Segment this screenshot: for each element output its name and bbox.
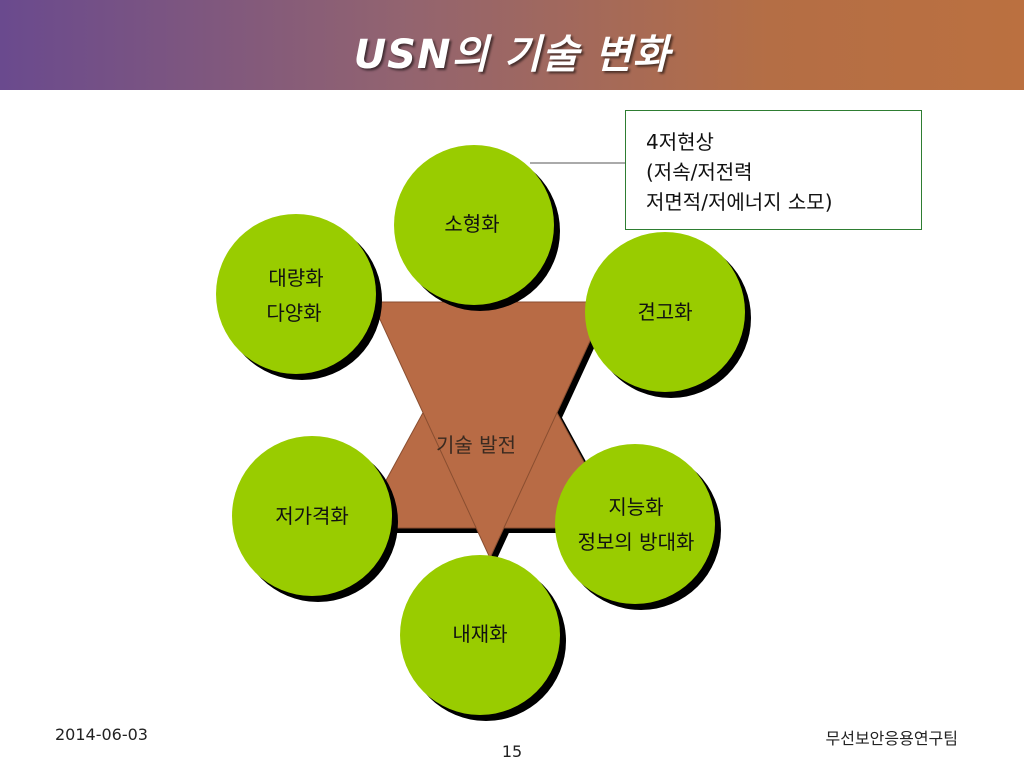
node-bottom-left: 저가격화 bbox=[232, 436, 398, 602]
node-top-right: 견고화 bbox=[585, 232, 751, 398]
center-label: 기술 발전 bbox=[436, 433, 516, 457]
footer-date: 2014-06-03 bbox=[55, 725, 148, 744]
callout-line-1: 4저현상 bbox=[646, 130, 714, 154]
node-top-right-circle bbox=[585, 232, 745, 392]
node-bottom-right-circle bbox=[555, 444, 715, 604]
callout-box: 4저현상 (저속/저전력 저면적/저에너지 소모) bbox=[625, 110, 922, 230]
footer-org: 무선보안응용연구팀 bbox=[825, 729, 958, 748]
callout-line-3: 저면적/저에너지 소모) bbox=[646, 190, 833, 214]
node-bottom: 내재화 bbox=[400, 555, 566, 721]
node-bottom-left-label: 저가격화 bbox=[275, 504, 349, 528]
node-bottom-label: 내재화 bbox=[452, 622, 507, 646]
node-bottom-circle bbox=[400, 555, 560, 715]
node-top-right-label: 견고화 bbox=[637, 300, 692, 324]
callout-line-2: (저속/저전력 bbox=[646, 160, 753, 184]
node-bottom-right-label-2: 정보의 방대화 bbox=[578, 530, 695, 554]
node-top-left: 대량화 다양화 bbox=[216, 214, 382, 380]
node-top-circle bbox=[394, 145, 554, 305]
node-top-left-circle bbox=[216, 214, 376, 374]
slide-title: USN의 기술 변화 bbox=[353, 32, 671, 78]
page-number: 15 bbox=[501, 742, 523, 761]
title-bar bbox=[0, 0, 1024, 90]
node-top-left-label-1: 대량화 bbox=[268, 266, 323, 290]
node-top: 소형화 bbox=[394, 145, 560, 311]
node-top-left-label-2: 다양화 bbox=[266, 301, 321, 325]
node-bottom-left-circle bbox=[232, 436, 392, 596]
node-top-label: 소형화 bbox=[444, 212, 499, 236]
node-bottom-right: 지능화 정보의 방대화 bbox=[555, 444, 721, 610]
node-bottom-right-label-1: 지능화 bbox=[608, 495, 663, 519]
